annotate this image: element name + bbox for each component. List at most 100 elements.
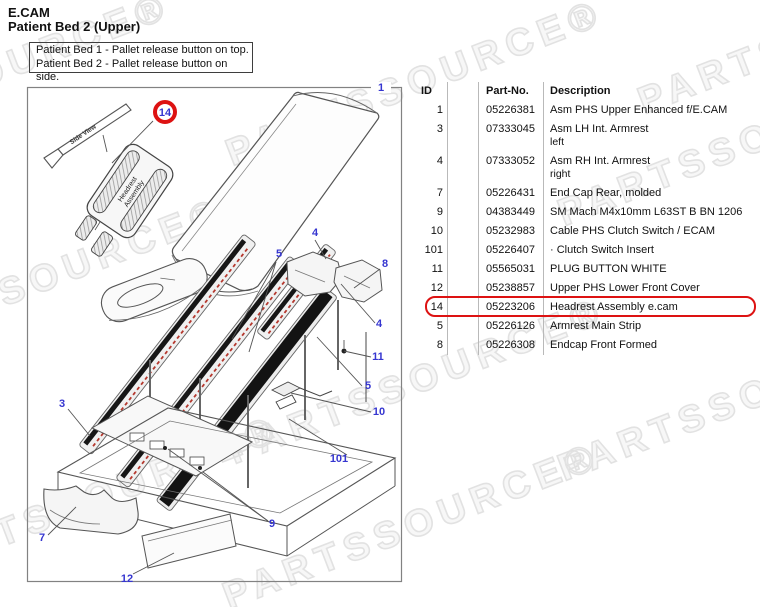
cell-description: Headrest Assembly e.cam [550,301,678,313]
cell-id: 5 [436,320,443,332]
end-cap-bracket-b [333,259,383,303]
end-cap-bracket-a [286,251,343,297]
cell-description: Endcap Front Formed [550,339,657,351]
callout-14: 14 [159,107,172,119]
cell-id: 3 [436,123,443,135]
header-desc: Description [550,85,611,97]
cell-part-no: 05223206 [486,301,535,313]
table-row-8: 8 05226308 Endcap Front Formed [420,336,756,355]
clutch-switch [270,381,333,410]
diagram-border [26,86,403,583]
headrest-assembly-part: Headrest Assembly [75,143,174,257]
cell-part-no: 05226308 [486,339,535,351]
callout-1: 1 [378,82,384,94]
cell-description: PLUG BUTTON WHITE [550,263,667,275]
cell-part-no: 05226126 [486,320,535,332]
cell-part-no: 05226381 [486,104,535,116]
leader-line-8 [353,268,381,289]
callout-12: 12 [121,573,133,585]
leader-line-5 [231,261,277,340]
release-handle-part [100,258,209,323]
leader-line-9 [202,471,269,522]
cell-description-2: left [550,135,565,148]
callout-highlight-circle [153,100,177,124]
callout-101: 101 [330,453,348,465]
table-row-7: 7 05226431 End Cap Rear, molded [420,184,756,203]
callout-8: 8 [382,258,388,270]
table-body: 1 05226381 Asm PHS Upper Enhanced f/E.CAM 3… [420,101,756,355]
cell-description: Cable PHS Clutch Switch / ECAM [550,225,716,237]
leader-line-3 [67,408,91,437]
cell-part-no: 07333045 [486,123,535,135]
cell-id: 11 [431,263,443,275]
cell-description: · Clutch Switch Insert [550,244,654,256]
cell-description: Upper PHS Lower Front Cover [550,282,700,294]
header-part: Part-No. [486,85,529,97]
cell-part-no: 05232983 [486,225,535,237]
table-row-12: 12 05238857 Upper PHS Lower Front Cover [420,279,756,298]
callout-3: 3 [59,398,65,410]
leader-line-4 [314,239,327,260]
table-row-10: 10 05232983 Cable PHS Clutch Switch / ECAM [420,222,756,241]
cell-id: 7 [436,187,443,199]
cell-description: End Cap Rear, molded [550,187,662,199]
callout-4: 4 [376,318,383,330]
cell-description-2: right [550,167,571,180]
cell-id: 14 [430,301,443,313]
cell-description: Armrest Main Strip [550,320,642,332]
cell-part-no: 05238857 [486,282,535,294]
cell-part-no: 07333052 [486,155,535,167]
cell-id: 1 [436,104,443,116]
leader-line-5 [316,336,363,387]
callout-11: 11 [372,351,384,363]
table-divider [478,82,479,355]
leader-line-12 [132,552,175,575]
cell-part-no: 05226431 [486,187,535,199]
cell-id: 4 [436,155,443,167]
table-row-9: 9 04383449 SM Mach M4x10mm L63ST B BN 1206 [420,203,756,222]
cell-description: Asm PHS Upper Enhanced f/E.CAM [550,104,728,116]
callout-10: 10 [373,406,385,418]
end-cap-rear [43,485,139,535]
cell-id: 12 [430,282,443,294]
note-box: Patient Bed 1 - Pallet release button on… [29,42,253,83]
leader-line-9 [167,448,269,522]
note-line-2: Patient Bed 2 - Pallet release button on… [36,57,228,84]
cell-part-no: 05565031 [486,263,535,275]
border-label-gap [371,82,391,93]
page-subtitle: Patient Bed 2 (Upper) [8,19,141,34]
leader-line-10 [290,392,372,413]
cell-part-no: 05226407 [486,244,535,256]
note-line-1: Patient Bed 1 - Pallet release button on… [36,44,249,56]
table-row-1: 1 05226381 Asm PHS Upper Enhanced f/E.CAM [420,101,756,120]
assembly-connector-b [91,231,113,257]
cell-id: 8 [436,339,443,351]
leader-line-101 [288,418,348,456]
table-row-5: 5 05226126 Armrest Main Strip [420,317,756,336]
callout-9: 9 [269,518,275,530]
table-row-11: 11 05565031 PLUG BUTTON WHITE [420,260,756,279]
leader-line-14 [111,120,154,164]
table-row-101: 101 05226407 · Clutch Switch Insert [420,241,756,260]
cell-description: SM Mach M4x10mm L63ST B BN 1206 [550,206,743,218]
cell-part-no: 04383449 [486,206,535,218]
leader-line-11 [343,350,372,358]
leader-line-4 [340,283,376,324]
cell-id: 10 [430,225,443,237]
leader-line-5 [248,261,277,353]
cell-id: 101 [424,244,443,256]
table-divider [447,82,448,355]
mechanism-deck [90,395,254,477]
leader-line-7 [47,506,77,536]
cell-id: 9 [436,206,443,218]
assembly-connector-a [75,215,97,241]
lower-front-cover [141,513,237,569]
table-row-14: 14 05223206 Headrest Assembly e.cam [420,296,756,317]
